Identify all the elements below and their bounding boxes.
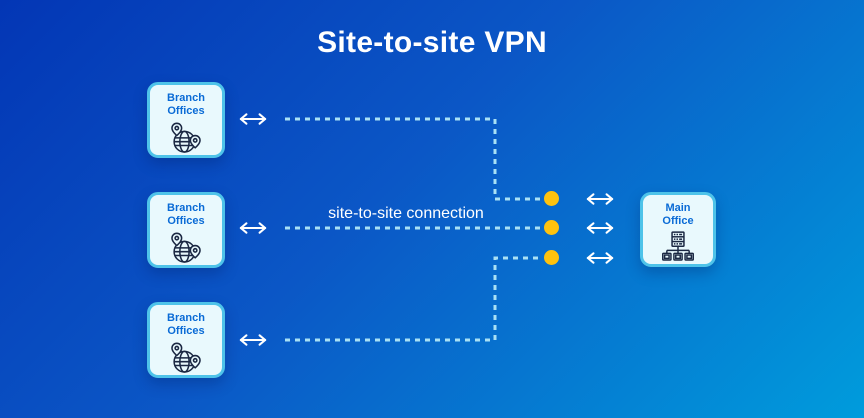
main-office-node: Main Office	[640, 192, 716, 267]
branch-office-node-2: Branch Offices	[147, 192, 225, 268]
double-headed-arrow-icon	[586, 193, 614, 205]
branch-office-node-1: Branch Offices	[147, 82, 225, 158]
branch-office-node-3: Branch Offices	[147, 302, 225, 378]
double-headed-arrow-icon	[586, 222, 614, 234]
diagram-title: Site-to-site VPN	[317, 26, 547, 59]
globe-location-pins-icon	[171, 232, 201, 264]
junction-dot-3	[544, 250, 559, 265]
globe-location-pins-icon	[171, 122, 201, 154]
double-headed-arrow-icon	[586, 252, 614, 264]
double-headed-arrow-icon	[239, 222, 267, 234]
branch-office-label: Branch Offices	[167, 312, 205, 337]
dashed-line-branch1	[285, 117, 543, 201]
globe-location-pins-icon	[171, 342, 201, 374]
branch-office-label: Branch Offices	[167, 202, 205, 227]
junction-dot-1	[544, 191, 559, 206]
double-headed-arrow-icon	[239, 113, 267, 125]
main-office-label: Main Office	[662, 202, 694, 227]
double-headed-arrow-icon	[239, 334, 267, 346]
branch-office-label: Branch Offices	[167, 92, 205, 117]
office-network-icon	[662, 231, 694, 262]
junction-dot-2	[544, 220, 559, 235]
dashed-line-branch3	[285, 256, 543, 342]
connection-label: site-to-site connection	[328, 205, 484, 222]
